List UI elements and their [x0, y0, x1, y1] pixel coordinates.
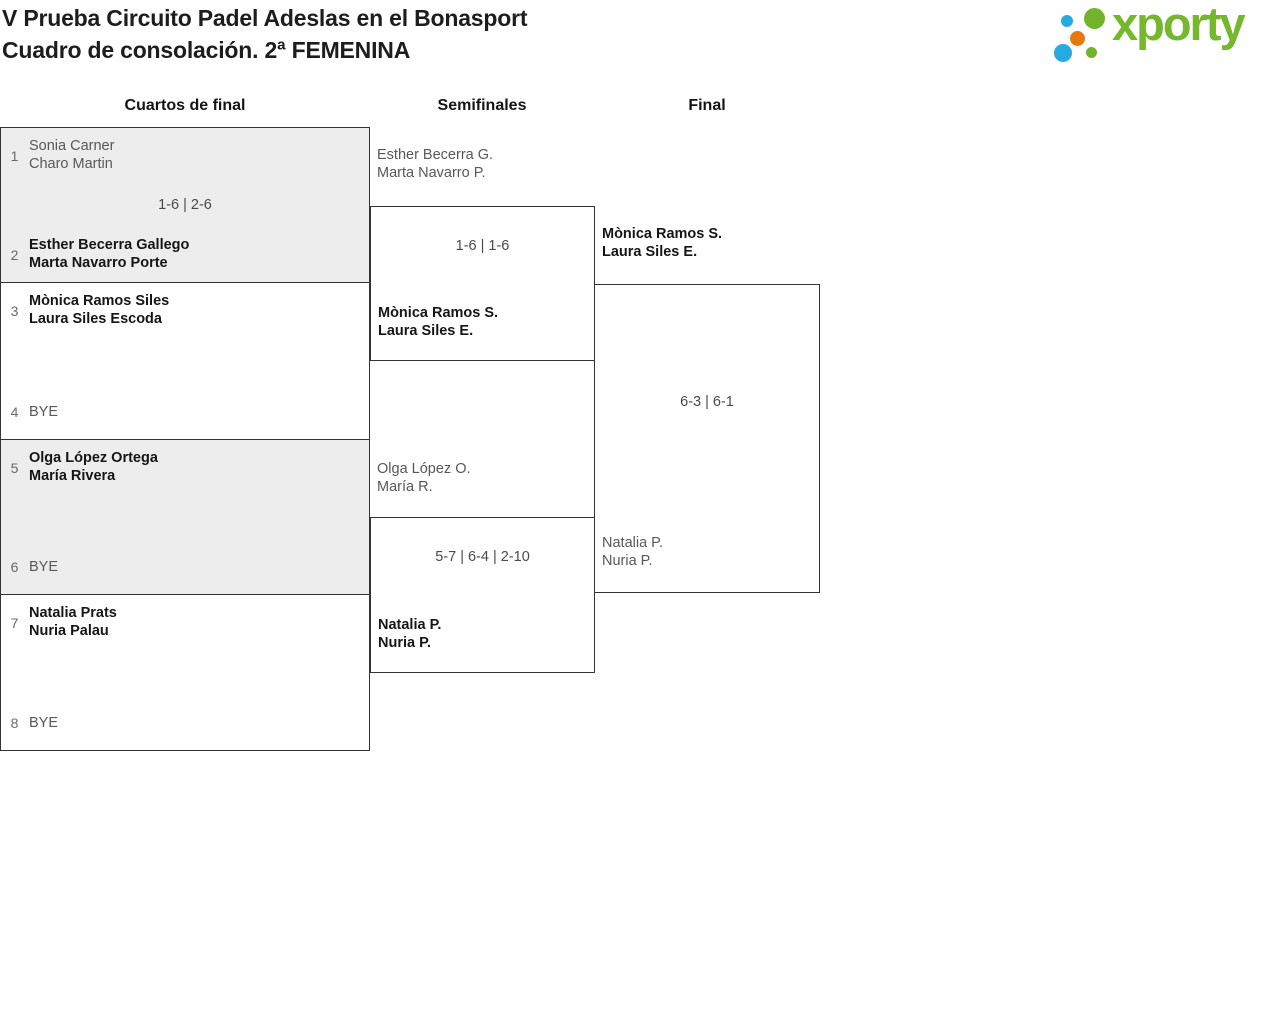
player-name: Laura Siles E.	[602, 244, 698, 260]
team-names: Sonia Carner Charo Martin	[29, 138, 114, 173]
xporty-logo[interactable]: xporty	[1048, 0, 1276, 74]
team-names: Olga López Ortega María Rivera	[29, 450, 158, 485]
quarterfinal-match-1[interactable]: 1 Sonia Carner Charo Martin 1-6 | 2-6 2 …	[0, 127, 370, 283]
player-name: María R.	[377, 479, 433, 495]
final-top-team: Mònica Ramos S. Laura Siles E.	[602, 225, 722, 261]
player-name: Laura Siles Escoda	[29, 310, 162, 327]
player-name: Esther Becerra Gallego	[29, 237, 190, 253]
match-slot-top: 7 Natalia Prats Nuria Palau	[7, 605, 363, 640]
team-names: BYE	[29, 404, 58, 422]
seed-number: 7	[10, 614, 19, 631]
quarterfinal-match-3[interactable]: 5 Olga López Ortega María Rivera 6 BYE	[0, 439, 370, 595]
bye-label: BYE	[29, 558, 59, 575]
player-name: Marta Navarro Porte	[29, 254, 168, 271]
match-slot-top: 1 Sonia Carner Charo Martin	[7, 138, 363, 173]
column-header-semifinales: Semifinales	[437, 97, 527, 114]
player-name: Natalia P.	[378, 617, 442, 633]
team-names: Natalia Prats Nuria Palau	[29, 605, 117, 640]
player-name: María Rivera	[29, 467, 116, 484]
quarterfinal-match-2[interactable]: 3 Mònica Ramos Siles Laura Siles Escoda …	[0, 282, 370, 440]
quarterfinal-match-4[interactable]: 7 Natalia Prats Nuria Palau 8 BYE	[0, 594, 370, 751]
page-title-line-1: V Prueba Circuito Padel Adeslas en el Bo…	[2, 5, 528, 31]
match-slot-bottom: 6 BYE	[7, 559, 363, 577]
player-name: Olga López O.	[377, 461, 471, 477]
seed-number: 8	[10, 715, 19, 732]
semifinal-2-bottom-team: Natalia P. Nuria P.	[378, 616, 441, 652]
team-names: Esther Becerra Gallego Marta Navarro Por…	[29, 237, 189, 272]
match-score: 5-7 | 6-4 | 2-10	[435, 549, 530, 565]
player-name: Charo Martin	[29, 155, 113, 172]
logo-dot-icon	[1054, 44, 1072, 62]
match-score: 1-6 | 2-6	[158, 197, 212, 213]
semifinal-match-2[interactable]: 5-7 | 6-4 | 2-10 Natalia P. Nuria P.	[370, 517, 595, 673]
match-score: 6-3 | 6-1	[680, 394, 734, 410]
seed-number: 1	[10, 147, 19, 164]
bye-label: BYE	[29, 714, 59, 731]
match-slot-bottom: 8 BYE	[7, 715, 363, 733]
team-names: Mònica Ramos Siles Laura Siles Escoda	[29, 293, 169, 328]
column-header-final: Final	[688, 97, 726, 114]
logo-dot-icon	[1061, 15, 1073, 27]
column-header-cuartos-de-final: Cuartos de final	[124, 97, 246, 114]
player-name: Natalia P.	[602, 535, 663, 551]
match-score: 1-6 | 1-6	[455, 238, 510, 254]
page-title: V Prueba Circuito Padel Adeslas en el Bo…	[2, 2, 527, 66]
xporty-logo-text: xporty	[1112, 0, 1246, 50]
player-name: Mònica Ramos Siles	[29, 293, 170, 309]
player-name: Marta Navarro P.	[377, 165, 486, 181]
bye-label: BYE	[29, 403, 59, 420]
seed-number: 6	[10, 559, 19, 576]
semifinal-1-bottom-team: Mònica Ramos S. Laura Siles E.	[378, 304, 498, 340]
player-name: Nuria Palau	[29, 622, 109, 639]
match-slot-bottom: 4 BYE	[7, 404, 363, 422]
team-names: BYE	[29, 715, 58, 733]
seed-number: 4	[10, 404, 19, 421]
seed-number: 2	[10, 246, 19, 263]
semifinal-1-top-team: Esther Becerra G. Marta Navarro P.	[377, 146, 493, 182]
page-title-line-2: Cuadro de consolación. 2ª FEMENINA	[2, 37, 411, 63]
logo-dot-icon	[1086, 47, 1097, 58]
match-slot-top: 3 Mònica Ramos Siles Laura Siles Escoda	[7, 293, 363, 328]
match-slot-top: 5 Olga López Ortega María Rivera	[7, 450, 363, 485]
player-name: Laura Siles E.	[378, 323, 474, 339]
player-name: Nuria P.	[602, 553, 653, 569]
player-name: Mònica Ramos S.	[378, 305, 499, 321]
logo-dot-icon	[1084, 8, 1105, 29]
player-name: Mònica Ramos S.	[602, 226, 723, 242]
player-name: Natalia Prats	[29, 605, 117, 621]
final-bottom-team: Natalia P. Nuria P.	[602, 534, 663, 570]
seed-number: 5	[10, 459, 19, 476]
logo-dot-icon	[1070, 31, 1085, 46]
match-slot-bottom: 2 Esther Becerra Gallego Marta Navarro P…	[7, 237, 363, 272]
semifinal-2-top-team: Olga López O. María R.	[377, 460, 471, 496]
player-name: Olga López Ortega	[29, 450, 158, 466]
semifinal-match-1[interactable]: 1-6 | 1-6 Mònica Ramos S. Laura Siles E.	[370, 206, 595, 361]
player-name: Nuria P.	[378, 635, 431, 651]
team-names: BYE	[29, 559, 58, 577]
player-name: Sonia Carner	[29, 138, 115, 154]
player-name: Esther Becerra G.	[377, 147, 494, 163]
final-match[interactable]: 6-3 | 6-1 Natalia P. Nuria P.	[594, 284, 820, 593]
seed-number: 3	[10, 302, 19, 319]
